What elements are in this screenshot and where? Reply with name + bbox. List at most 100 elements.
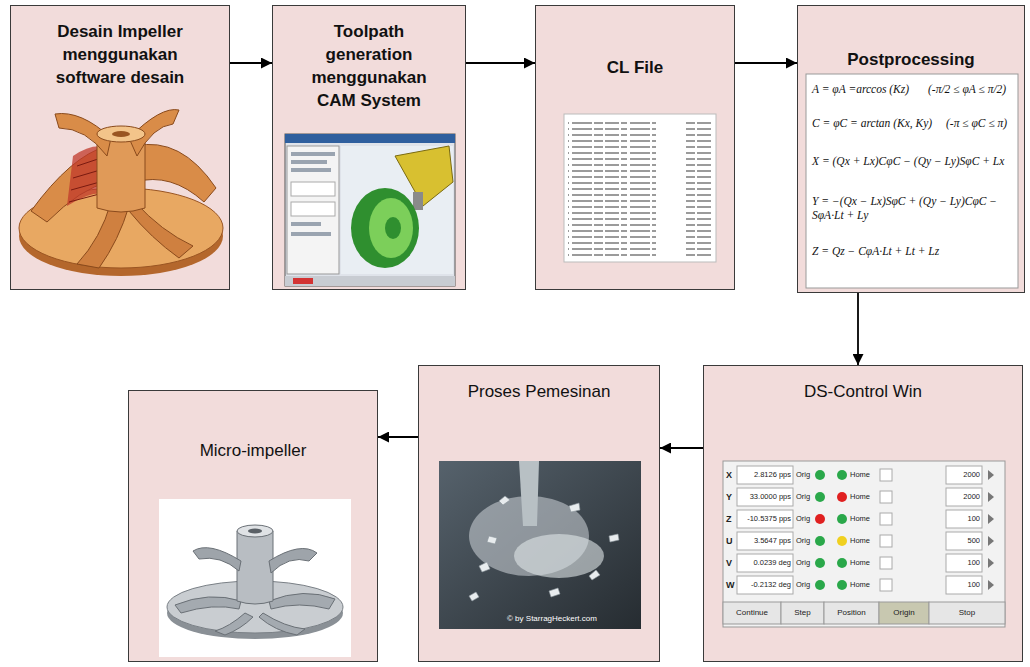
panel-text: Home xyxy=(850,514,870,524)
box-title: DS-Control Win xyxy=(718,380,1008,403)
illustration-part xyxy=(737,510,793,528)
illustration-part xyxy=(815,514,825,524)
illustration-part xyxy=(815,580,825,590)
panel-text: X xyxy=(726,470,732,480)
illustration-part xyxy=(215,613,253,635)
illustration-part xyxy=(723,602,781,624)
illustration-part xyxy=(737,488,793,506)
illustration-part xyxy=(880,557,892,569)
illustration-part xyxy=(946,554,982,572)
title-area: Micro-impeller xyxy=(129,439,377,462)
illustration-part xyxy=(269,593,335,609)
illustration-part xyxy=(291,232,331,236)
illustration-part xyxy=(880,535,892,547)
panel-text: Orig xyxy=(796,536,810,546)
illustration-part xyxy=(549,588,560,597)
illustration-part xyxy=(469,496,619,601)
illustration-part xyxy=(369,198,413,258)
flow-arrow xyxy=(857,293,859,365)
illustration-part xyxy=(837,492,847,502)
illustration-part xyxy=(879,602,929,624)
panel-text: Orig xyxy=(796,514,810,524)
illustration-part xyxy=(988,470,994,590)
panel-text: 100 xyxy=(947,514,980,524)
panel-text: 2000 xyxy=(947,470,980,480)
illustration-part xyxy=(609,534,619,542)
illustration-part xyxy=(291,222,321,226)
flow-arrow xyxy=(735,62,797,64)
illustration-part xyxy=(291,160,327,164)
illustration-part xyxy=(589,570,600,580)
illustration-part xyxy=(499,496,510,505)
illustration-part xyxy=(781,602,824,624)
box-title: Desain Impeller menggunakan software des… xyxy=(35,20,205,89)
illustration-part xyxy=(806,74,1018,288)
equation-text: X = (Qx + Lx)CφC − (Qy − Ly)SφC + Lx xyxy=(812,154,1016,168)
flow-arrow xyxy=(660,447,703,449)
illustration-part xyxy=(479,562,490,572)
box-title: Toolpath generation menggunakan CAM Syst… xyxy=(294,20,444,112)
panel-text: 3.5647 pps xyxy=(738,536,791,546)
panel-text: 33.0000 pps xyxy=(738,492,791,502)
title-area: Postprocessing xyxy=(798,48,1024,71)
title-area: Desain Impeller menggunakan software des… xyxy=(11,20,229,89)
process-box: PostprocessingA = φA =arccos (Kz)(-π/2 ≤… xyxy=(797,5,1025,293)
illustration-part xyxy=(439,461,641,629)
button-label: Stop xyxy=(929,608,1005,618)
illustration-part xyxy=(291,168,331,172)
illustration-part xyxy=(988,558,994,568)
illustration-part xyxy=(285,134,455,143)
illustration-part xyxy=(737,532,793,550)
box-title: Postprocessing xyxy=(811,48,1011,71)
equation-text: (-π/2 ≤ φA ≤ π/2) xyxy=(928,82,1006,96)
flow-arrow xyxy=(466,62,535,64)
panel-text: -10.5375 pps xyxy=(738,514,791,524)
illustration-part xyxy=(837,536,847,546)
illustration-part xyxy=(285,276,455,286)
panel-text: Home xyxy=(850,580,870,590)
panel-text: Orig xyxy=(796,470,810,480)
process-box: Toolpath generation menggunakan CAM Syst… xyxy=(272,5,466,290)
illustration-part xyxy=(293,278,313,284)
illustration-part xyxy=(946,488,982,506)
illustration-part xyxy=(737,554,793,572)
panel-text: Orig xyxy=(796,580,810,590)
illustration-part xyxy=(285,134,455,286)
illustration-part xyxy=(946,510,982,528)
illustration-part xyxy=(487,536,497,544)
illustration-part xyxy=(946,466,982,484)
illustration-part xyxy=(815,536,825,546)
illustration-part xyxy=(837,514,847,524)
panel-text: W xyxy=(726,580,735,590)
illustration-part xyxy=(413,192,423,210)
illustration-part xyxy=(988,470,994,480)
panel-text: U xyxy=(726,536,733,546)
illustration-part xyxy=(351,188,419,268)
illustration-part xyxy=(815,558,825,568)
illustration-part xyxy=(385,217,401,239)
illustration-part xyxy=(815,492,825,502)
illustration-part xyxy=(837,470,847,480)
illustration-part xyxy=(291,152,335,156)
panel-text: Orig xyxy=(796,558,810,568)
illustration-part xyxy=(988,514,994,524)
panel-text: 2000 xyxy=(947,492,980,502)
process-box: DS-Control WinX2.8126 ppsOrigHome2000Y33… xyxy=(703,365,1023,662)
illustration-part xyxy=(129,202,193,258)
illustration-part xyxy=(880,513,892,525)
title-area: Toolpath generation menggunakan CAM Syst… xyxy=(273,20,465,112)
equation-text: C = φC = arctan (Kx, Ky) xyxy=(812,116,932,130)
panel-text: Z xyxy=(726,514,732,524)
illustration-part xyxy=(112,131,130,137)
illustration-part xyxy=(824,602,879,624)
illustration-part xyxy=(946,532,982,550)
panel-text: 100 xyxy=(947,558,980,568)
illustration-part xyxy=(193,548,241,571)
illustration-part xyxy=(946,576,982,594)
illustration-part xyxy=(135,144,216,202)
illustration-part xyxy=(880,491,892,503)
equation-text: (-π ≤ φC ≤ π) xyxy=(946,116,1007,130)
illustration-part xyxy=(737,576,793,594)
panel-text: 500 xyxy=(947,536,980,546)
title-area: Proses Pemesinan xyxy=(419,380,659,403)
